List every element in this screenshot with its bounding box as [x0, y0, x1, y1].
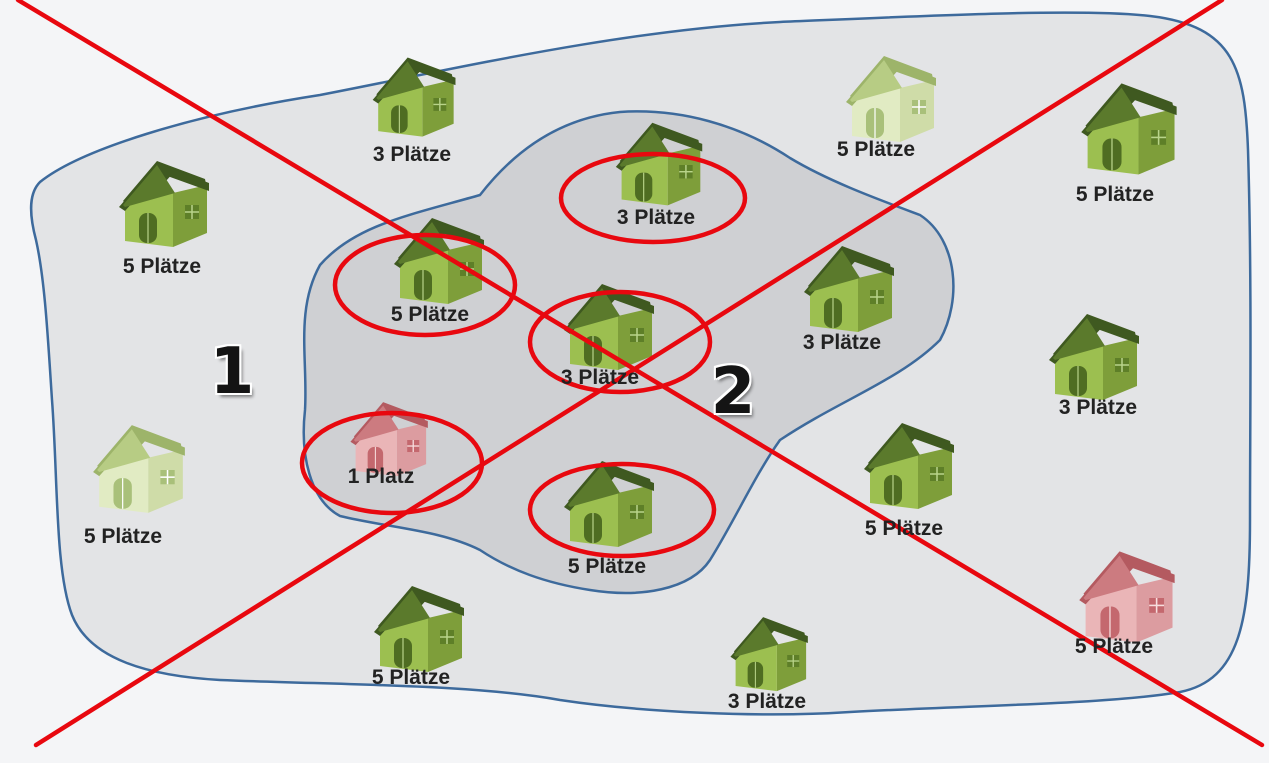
cross-out-line — [33, 0, 1225, 748]
cross-out-line — [15, 0, 1265, 748]
house-icon — [1079, 551, 1175, 643]
house-icon — [119, 161, 209, 247]
highlight-circle — [332, 232, 518, 338]
house-icon — [93, 425, 185, 513]
house-icon — [1049, 314, 1139, 400]
house-icon — [372, 57, 456, 137]
house-icon — [564, 284, 654, 370]
house-icon — [1081, 83, 1177, 175]
house-icon — [804, 246, 894, 332]
highlight-circle — [527, 461, 717, 559]
house-icon — [864, 423, 954, 509]
highlight-circle — [527, 289, 713, 395]
house-icon — [730, 617, 808, 692]
house-icon — [374, 586, 464, 672]
house-icon — [846, 56, 936, 142]
highlight-circle — [558, 151, 748, 245]
house-icon — [564, 461, 654, 547]
